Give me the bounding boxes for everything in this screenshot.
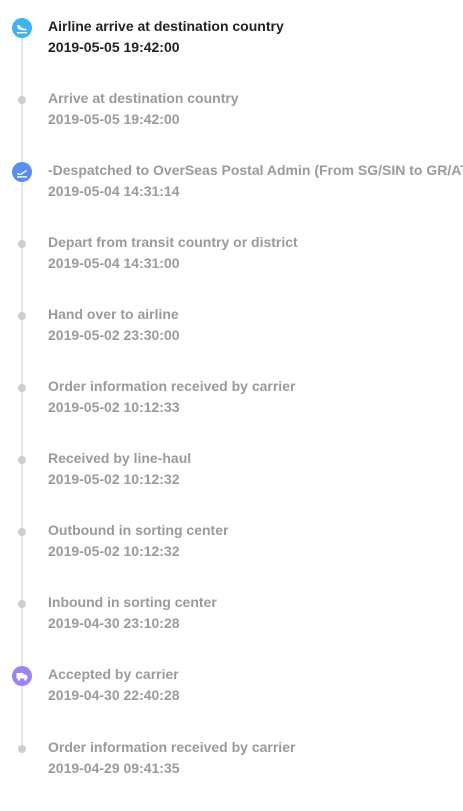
timeline-event: Depart from transit country or district … [0,233,463,293]
event-title: Hand over to airline [48,306,179,322]
timeline-event: Arrive at destination country 2019-05-05… [0,89,463,149]
event-title: Depart from transit country or district [48,234,298,250]
timeline-dot-icon [18,745,26,753]
timeline-event: Outbound in sorting center 2019-05-02 10… [0,521,463,581]
timeline-event: -Despatched to OverSeas Postal Admin (Fr… [0,161,463,221]
timeline-dot-icon [18,240,26,248]
event-title: Order information received by carrier [48,378,296,394]
plane-landing-icon [12,18,32,38]
truck-icon [12,666,32,686]
event-title: Order information received by carrier [48,739,296,755]
event-time: 2019-05-04 14:31:14 [48,183,180,199]
timeline-event: Order information received by carrier 20… [0,377,463,437]
event-time: 2019-05-05 19:42:00 [48,39,180,55]
timeline-event: Inbound in sorting center 2019-04-30 23:… [0,593,463,653]
event-title: Airline arrive at destination country [48,18,284,34]
event-title: Outbound in sorting center [48,522,229,538]
event-time: 2019-05-02 23:30:00 [48,327,180,343]
timeline-dot-icon [18,528,26,536]
plane-takeoff-icon [12,162,32,182]
timeline-dot-icon [18,96,26,104]
event-title: Inbound in sorting center [48,594,217,610]
event-time: 2019-05-02 10:12:33 [48,399,180,415]
timeline-dot-icon [18,312,26,320]
event-title: Received by line-haul [48,450,192,466]
event-time: 2019-04-30 22:40:28 [48,687,180,703]
event-title: Arrive at destination country [48,90,239,106]
event-title: Accepted by carrier [48,666,179,682]
timeline-event: Accepted by carrier 2019-04-30 22:40:28 [0,665,463,725]
event-title: -Despatched to OverSeas Postal Admin (Fr… [48,162,463,178]
event-time: 2019-05-02 10:12:32 [48,543,180,559]
timeline-dot-icon [18,600,26,608]
event-time: 2019-05-02 10:12:32 [48,471,180,487]
timeline-event: Order information received by carrier 20… [0,738,463,798]
timeline-event: Received by line-haul 2019-05-02 10:12:3… [0,449,463,509]
event-time: 2019-05-05 19:42:00 [48,111,180,127]
timeline-event: Hand over to airline 2019-05-02 23:30:00 [0,305,463,365]
timeline-dot-icon [18,384,26,392]
event-time: 2019-04-30 23:10:28 [48,615,180,631]
event-time: 2019-04-29 09:41:35 [48,760,180,776]
timeline-event: Airline arrive at destination country 20… [0,17,463,77]
event-time: 2019-05-04 14:31:00 [48,255,180,271]
timeline-dot-icon [18,456,26,464]
